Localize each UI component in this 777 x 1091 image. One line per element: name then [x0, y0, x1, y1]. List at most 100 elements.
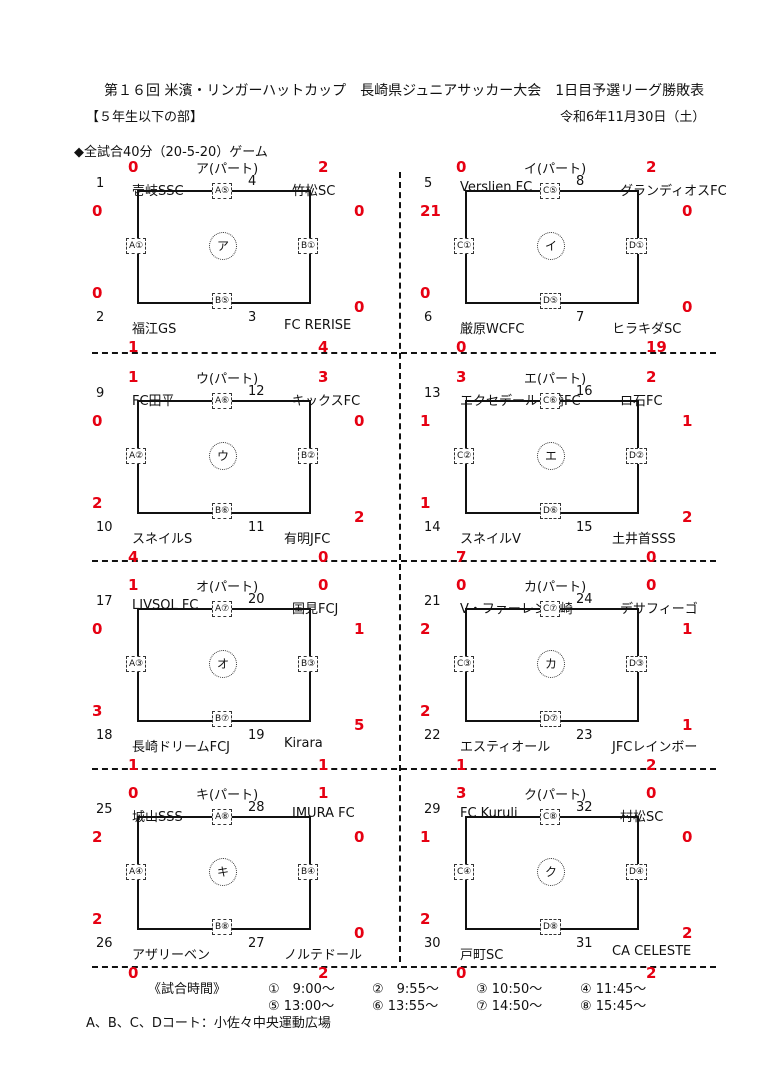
team-number: 15: [576, 520, 593, 535]
team-number: 10: [96, 520, 113, 535]
team-number: 22: [424, 728, 441, 743]
part-name: カ(パート): [524, 580, 587, 595]
score-right-top: 0: [354, 202, 365, 220]
team-number: 24: [576, 592, 593, 607]
part-name: イ(パート): [524, 162, 587, 177]
court-label-top: A⑤: [212, 183, 233, 199]
score-right-bottom: 0: [354, 298, 365, 316]
court-label-right: B③: [298, 656, 319, 672]
court-label-right: B④: [298, 864, 319, 880]
team-number: 3: [248, 310, 257, 325]
court-label-bottom: D⑥: [540, 503, 561, 519]
part-name: エ(パート): [524, 372, 587, 387]
score-left-bottom: 3: [92, 702, 103, 720]
court-label-left: A②: [126, 448, 147, 464]
score-left-top: 0: [92, 412, 103, 430]
row-divider-1: [92, 352, 716, 354]
team-number: 5: [424, 176, 433, 191]
court-label-right: D③: [626, 656, 647, 672]
court-label-right: D②: [626, 448, 647, 464]
score-bottom-left: 0: [128, 964, 139, 982]
score-right-top: 0: [354, 828, 365, 846]
score-right-top: 0: [354, 412, 365, 430]
score-left-top: 0: [92, 202, 103, 220]
score-top: 3: [456, 784, 467, 802]
team-name: 福江GS: [132, 322, 177, 337]
score-right-top: 1: [682, 620, 693, 638]
score-bottom-left: 0: [456, 964, 467, 982]
times-label: 《試合時間》: [148, 982, 227, 997]
score-left-bottom: 2: [92, 494, 103, 512]
team-number: 21: [424, 594, 441, 609]
team-number: 4: [248, 174, 257, 189]
part-name: ウ(パート): [196, 372, 259, 387]
time-3: ③ 10:50～: [476, 982, 543, 997]
team-number: 28: [248, 800, 265, 815]
score-top: 0: [456, 576, 467, 594]
score-left-bottom: 0: [92, 284, 103, 302]
team-name: CA CELESTE: [612, 944, 692, 959]
score-top: 0: [128, 784, 139, 802]
team-number: 7: [576, 310, 585, 325]
score-top-right: 2: [318, 158, 329, 176]
court-label-left: C④: [454, 864, 475, 880]
score-right-bottom: 0: [354, 924, 365, 942]
division-label: 【５年生以下の部】: [86, 110, 204, 125]
team-name: JFCレインボー: [612, 740, 698, 755]
score-bottom-right: 1: [318, 756, 329, 774]
score-right-bottom: 2: [354, 508, 365, 526]
score-bottom-right: 0: [646, 548, 657, 566]
court-label-top: C⑥: [540, 393, 561, 409]
score-bottom-left: 1: [128, 338, 139, 356]
score-right-bottom: 1: [682, 716, 693, 734]
score-right-top: 0: [682, 202, 693, 220]
score-top: 0: [456, 158, 467, 176]
team-number: 6: [424, 310, 433, 325]
score-top-right: 0: [646, 576, 657, 594]
score-bottom-right: 2: [646, 756, 657, 774]
team-number: 16: [576, 384, 593, 399]
team-name: 戸町SC: [460, 948, 504, 963]
score-bottom-right: 0: [318, 548, 329, 566]
score-top-right: 0: [318, 576, 329, 594]
score-left-bottom: 0: [420, 284, 431, 302]
court-label-left: A④: [126, 864, 147, 880]
team-name: 国見FCJ: [292, 602, 339, 617]
event-date: 令和6年11月30日（土）: [560, 110, 706, 125]
score-bottom-right: 2: [318, 964, 329, 982]
group-center-mark: カ: [537, 650, 565, 678]
part-name: キ(パート): [196, 788, 259, 803]
score-left-top: 0: [92, 620, 103, 638]
team-number: 29: [424, 802, 441, 817]
team-name: FC RERISE: [284, 318, 352, 333]
score-bottom-left: 4: [128, 548, 139, 566]
team-name: エスティオール: [460, 740, 551, 755]
court-label-left: A③: [126, 656, 147, 672]
time-1: ① 9:00～: [268, 982, 335, 997]
score-left-bottom: 2: [420, 910, 431, 928]
court-label-top: A⑥: [212, 393, 233, 409]
court-label-left: C②: [454, 448, 475, 464]
team-name: 厳原WCFC: [460, 322, 525, 337]
part-name: ア(パート): [196, 162, 259, 177]
score-left-top: 1: [420, 828, 431, 846]
row-divider-3: [92, 768, 716, 770]
team-name: 長崎ドリームFCJ: [132, 740, 230, 755]
team-number: 20: [248, 592, 265, 607]
court-label-bottom: B⑦: [212, 711, 233, 727]
team-number: 25: [96, 802, 113, 817]
group-center-mark: イ: [537, 232, 565, 260]
score-left-bottom: 2: [420, 702, 431, 720]
time-6: ⑥ 13:55～: [372, 999, 439, 1014]
venue-note: A、B、C、Dコート：小佐々中央運動広場: [86, 1016, 331, 1031]
score-bottom-left: 1: [128, 756, 139, 774]
team-name: 村松SC: [620, 810, 664, 825]
score-left-bottom: 1: [420, 494, 431, 512]
court-label-bottom: B⑥: [212, 503, 233, 519]
